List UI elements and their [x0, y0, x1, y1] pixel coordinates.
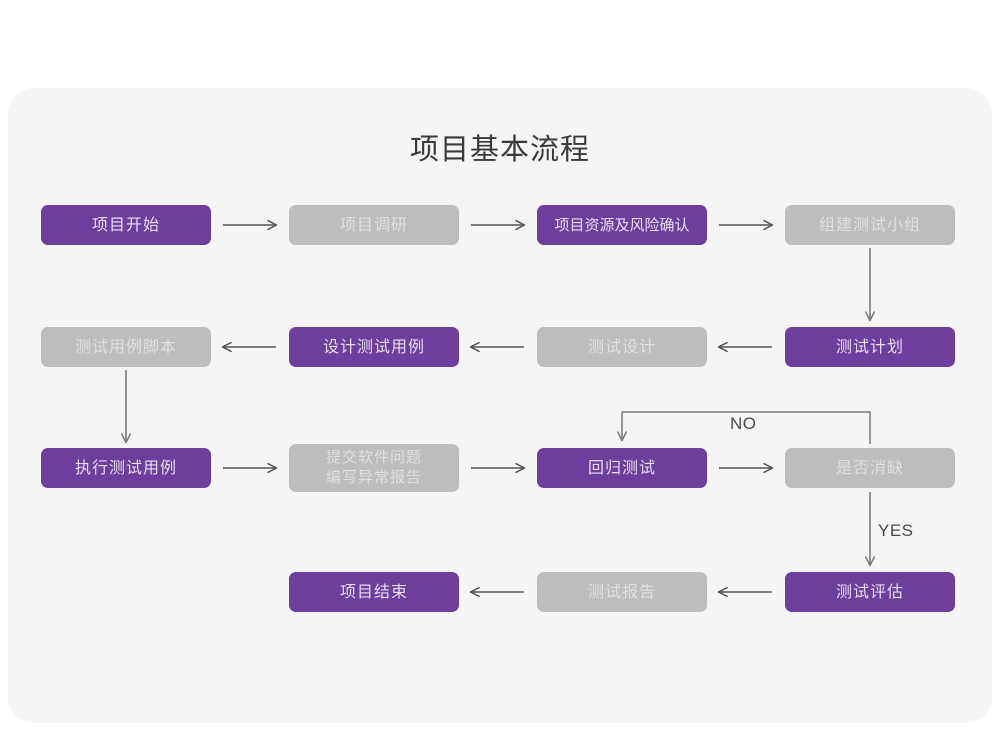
node-test-evaluation[interactable]: 测试评估 [785, 572, 955, 612]
node-design-test-cases[interactable]: 设计测试用例 [289, 327, 459, 367]
node-project-start[interactable]: 项目开始 [41, 205, 211, 245]
node-test-design[interactable]: 测试设计 [537, 327, 707, 367]
node-regression-test[interactable]: 回归测试 [537, 448, 707, 488]
node-submit-issue-report[interactable]: 提交软件问题 编写异常报告 [289, 444, 459, 492]
node-defect-cleared[interactable]: 是否消缺 [785, 448, 955, 488]
flowchart-card [8, 88, 992, 723]
node-form-test-team[interactable]: 组建测试小组 [785, 205, 955, 245]
node-project-end[interactable]: 项目结束 [289, 572, 459, 612]
node-test-report[interactable]: 测试报告 [537, 572, 707, 612]
edge-label-no: NO [730, 414, 757, 433]
edge-label-yes: YES [878, 521, 914, 540]
page-title: 项目基本流程 [409, 134, 590, 166]
node-execute-test-cases[interactable]: 执行测试用例 [41, 448, 211, 488]
node-test-case-script[interactable]: 测试用例脚本 [41, 327, 211, 367]
node-test-plan[interactable]: 测试计划 [785, 327, 955, 367]
node-project-research[interactable]: 项目调研 [289, 205, 459, 245]
node-resource-risk-confirm[interactable]: 项目资源及风险确认 [537, 205, 707, 245]
